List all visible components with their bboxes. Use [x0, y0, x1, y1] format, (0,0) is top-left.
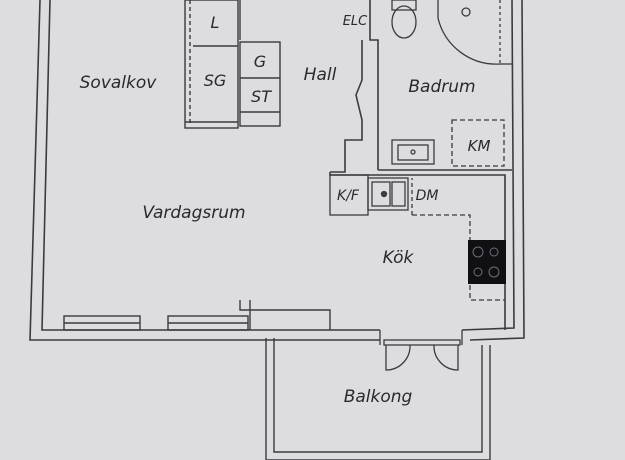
label-hall: Hall: [304, 65, 337, 85]
label-kok: Kök: [383, 248, 415, 268]
label-g: G: [254, 52, 266, 71]
label-kf: K/F: [337, 188, 360, 204]
stove: [468, 240, 506, 284]
label-badrum: Badrum: [408, 77, 475, 97]
bathroom-sink: [391, 139, 435, 165]
interior-wall-left: [239, 300, 331, 330]
label-dm: DM: [416, 188, 439, 204]
shower: [437, 0, 512, 65]
outer-wall: [29, 0, 525, 341]
window-strips: [63, 315, 249, 331]
washing-machine-box: [451, 119, 505, 167]
label-vardagsrum: Vardagsrum: [142, 203, 245, 223]
label-sovalkov: Sovalkov: [80, 73, 158, 93]
label-balkong: Balkong: [344, 387, 413, 407]
balcony: [265, 338, 491, 460]
label-st: ST: [251, 87, 272, 106]
toilet: [391, 0, 417, 39]
balcony-door: [379, 330, 463, 371]
label-elc: ELC: [343, 14, 368, 29]
label-km: KM: [468, 137, 491, 155]
closet-block: [184, 0, 281, 129]
label-linen: L: [211, 13, 220, 32]
label-sg: SG: [204, 71, 227, 90]
